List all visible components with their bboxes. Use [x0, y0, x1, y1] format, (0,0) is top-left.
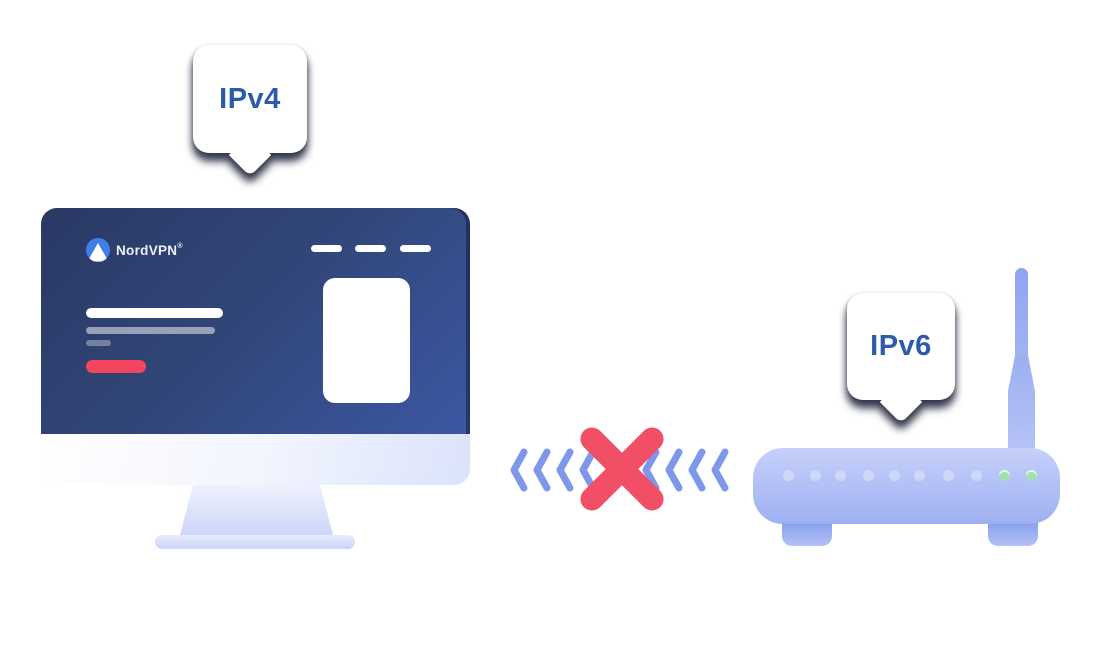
ipv4-speech-bubble: IPv4 — [193, 45, 307, 177]
nav-dash-2 — [355, 245, 386, 252]
router-led — [863, 470, 874, 481]
text-placeholder-bar — [86, 327, 215, 334]
ipv6-speech-bubble: IPv6 — [847, 293, 955, 424]
router-foot-right — [988, 520, 1038, 546]
screen-card-placeholder — [323, 278, 410, 403]
router-body — [753, 448, 1060, 524]
ipv6-bubble-body: IPv6 — [847, 293, 955, 400]
ipv4-label: IPv4 — [219, 82, 281, 115]
router-antenna-base — [1008, 355, 1035, 450]
text-placeholder-bar-short — [86, 340, 111, 346]
monitor-base — [155, 535, 355, 549]
cta-button-placeholder — [86, 360, 146, 373]
brand-name: NordVPN — [116, 243, 178, 258]
router-led — [971, 470, 982, 481]
router-led-green — [1026, 470, 1037, 481]
router-antenna-tip — [1015, 268, 1028, 363]
router-led — [914, 470, 925, 481]
router-led — [889, 470, 900, 481]
nav-dash-3 — [400, 245, 431, 252]
monitor-stand — [180, 485, 333, 535]
router-led — [810, 470, 821, 481]
router-led — [835, 470, 846, 481]
signal-chevrons-right-icon — [642, 448, 729, 492]
ipv4-bubble-body: IPv4 — [193, 45, 307, 153]
nav-dash-1 — [311, 245, 342, 252]
nordvpn-logo-icon — [86, 238, 110, 262]
router-led-green — [999, 470, 1010, 481]
router-led — [943, 470, 954, 481]
monitor-chin — [41, 434, 470, 485]
brand-trademark: ® — [177, 243, 183, 250]
router-foot-left — [782, 520, 832, 546]
blocked-x-icon — [575, 422, 669, 516]
headline-placeholder-bar — [86, 308, 223, 318]
nordvpn-brand-text: NordVPN® — [116, 243, 183, 258]
ipv6-label: IPv6 — [870, 330, 932, 362]
signal-chevrons-left-icon — [510, 448, 597, 492]
router-led — [783, 470, 794, 481]
computer-monitor-screen: NordVPN® — [41, 208, 470, 434]
